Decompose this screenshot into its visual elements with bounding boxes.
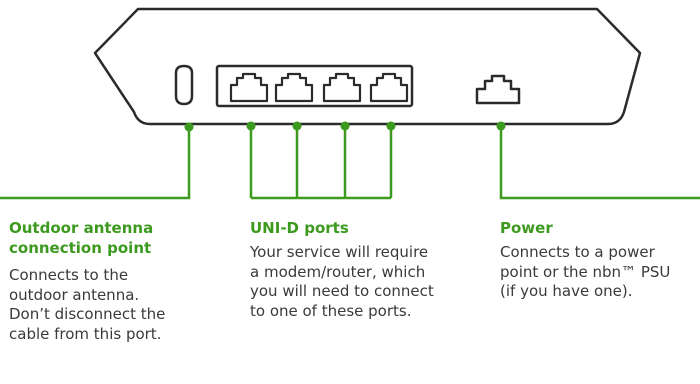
power-desc-line-1: Connects to a power: [500, 243, 655, 261]
antenna-desc-line-2: outdoor antenna.: [9, 285, 140, 304]
uni-d-leader-dot-3: [340, 121, 350, 131]
uni-d-leader-dot-2: [292, 121, 302, 131]
antenna-callout-description: Connects to the outdoor antenna. Don’t d…: [9, 266, 209, 344]
power-port-icon: [475, 74, 521, 105]
antenna-port-icon: [174, 64, 194, 106]
power-title-line-1: Power: [500, 219, 553, 237]
uni-d-port-3-icon: [322, 72, 362, 103]
antenna-title-line-2: connection point: [9, 239, 152, 257]
uni-d-leader-dot-1: [246, 121, 256, 131]
uni-d-callout: UNI-D ports Your service will require a …: [250, 218, 470, 321]
uni-d-port-2-icon: [274, 72, 314, 103]
uni-d-desc-line-2: a modem/router, which: [250, 262, 426, 281]
uni-d-callout-title: UNI-D ports: [250, 218, 470, 238]
uni-d-title-line-1: UNI-D ports: [250, 219, 349, 237]
uni-d-callout-description: Your service will require a modem/router…: [250, 243, 470, 321]
power-callout-description: Connects to a power point or the nbn™ PS…: [500, 243, 700, 302]
antenna-callout: Outdoor antenna connection point Connect…: [9, 218, 209, 344]
uni-d-desc-line-4: to one of these ports.: [250, 301, 412, 320]
power-callout: Power Connects to a power point or the n…: [500, 218, 700, 302]
antenna-desc-line-3: Don’t disconnect the: [9, 305, 166, 323]
antenna-title-line-1: Outdoor antenna: [9, 219, 154, 237]
uni-d-desc-line-1: Your service will require: [250, 243, 429, 261]
power-callout-title: Power: [500, 218, 700, 238]
uni-d-desc-line-3: you will need to connect: [250, 282, 434, 300]
antenna-desc-line-1: Connects to the: [9, 266, 129, 284]
power-desc-line-2: point or the nbn™ PSU: [500, 262, 671, 281]
antenna-callout-title: Outdoor antenna connection point: [9, 218, 209, 258]
power-desc-line-3: (if you have one).: [500, 282, 633, 300]
uni-d-ports-frame: [215, 64, 414, 108]
power-leader-line: [499, 126, 700, 200]
antenna-desc-line-4: cable from this port.: [9, 324, 162, 343]
antenna-leader-line: [0, 127, 191, 200]
antenna-leader-dot: [184, 122, 194, 132]
uni-d-leader-dot-4: [386, 121, 396, 131]
uni-d-port-4-icon: [369, 72, 409, 103]
uni-d-leader-lines: [249, 126, 393, 200]
power-leader-dot: [496, 121, 506, 131]
uni-d-port-1-icon: [229, 72, 269, 103]
